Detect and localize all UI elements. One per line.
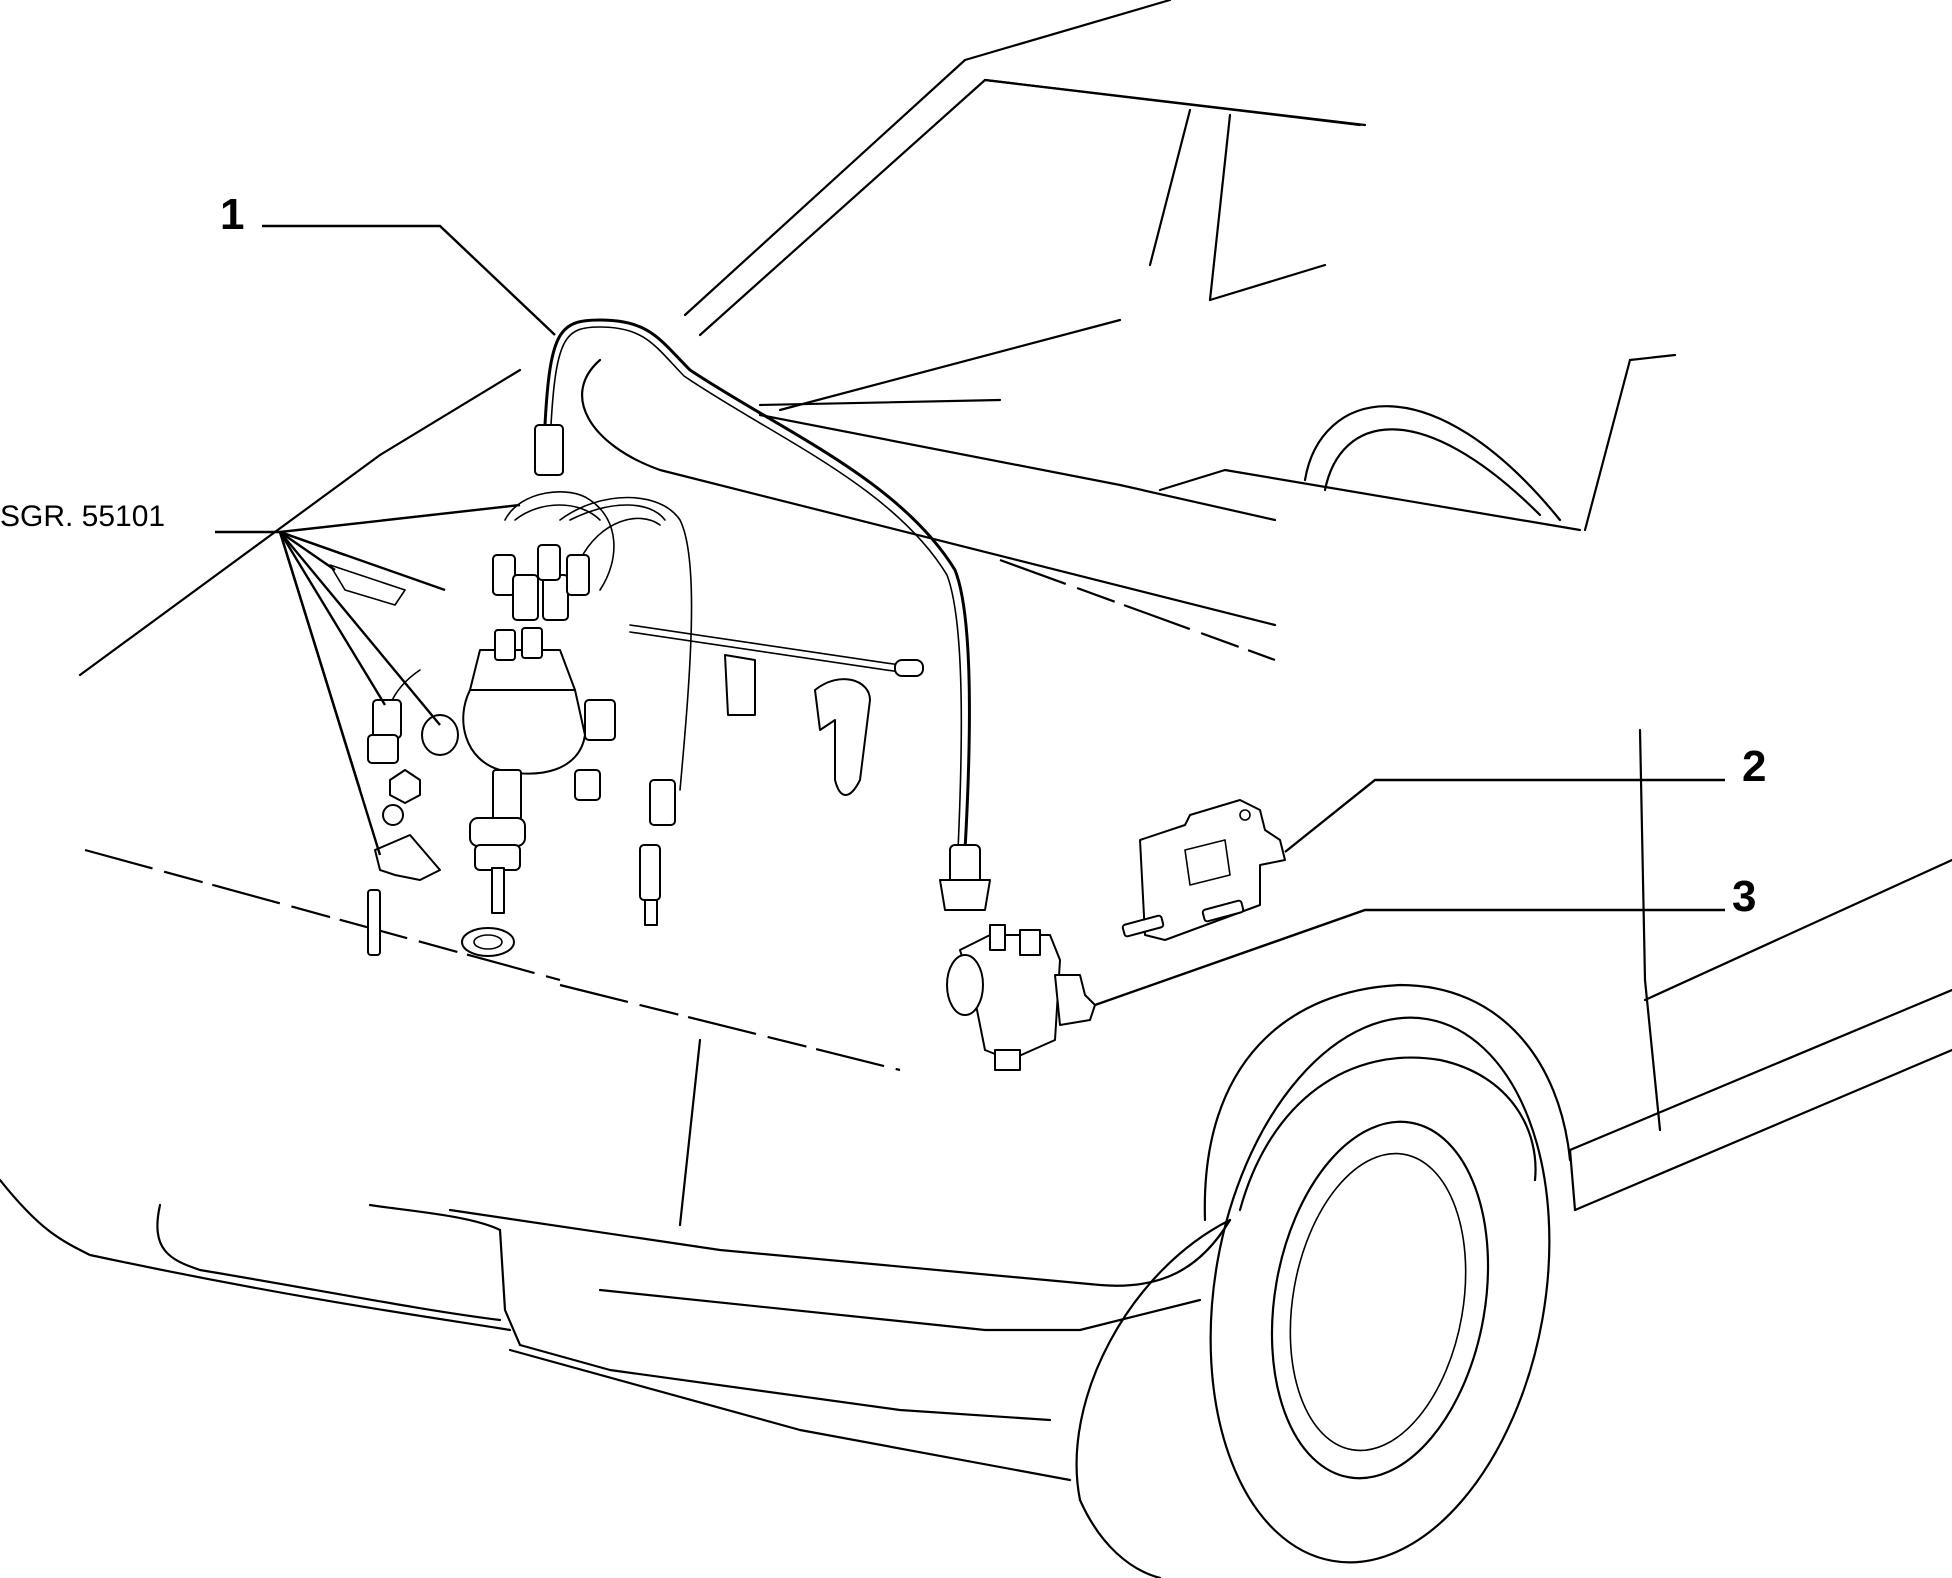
lead-connector-top (534, 424, 564, 476)
distributor-assembly-group (329, 491, 924, 957)
coil-module-part-3 (946, 924, 1096, 1071)
leader-part-1 (262, 224, 556, 336)
callout-1: 1 (220, 190, 245, 239)
leader-reference-group (215, 503, 521, 856)
callout-2: 2 (1742, 742, 1767, 791)
callout-leaders (215, 224, 1725, 1007)
ignition-lead-part-1 (534, 318, 991, 911)
leader-part-2 (1284, 778, 1725, 853)
bracket-part-2 (1121, 799, 1286, 941)
leader-part-3 (1094, 908, 1725, 1007)
reference-label: SGR. 55101 (0, 500, 166, 533)
callout-3: 3 (1732, 872, 1757, 921)
